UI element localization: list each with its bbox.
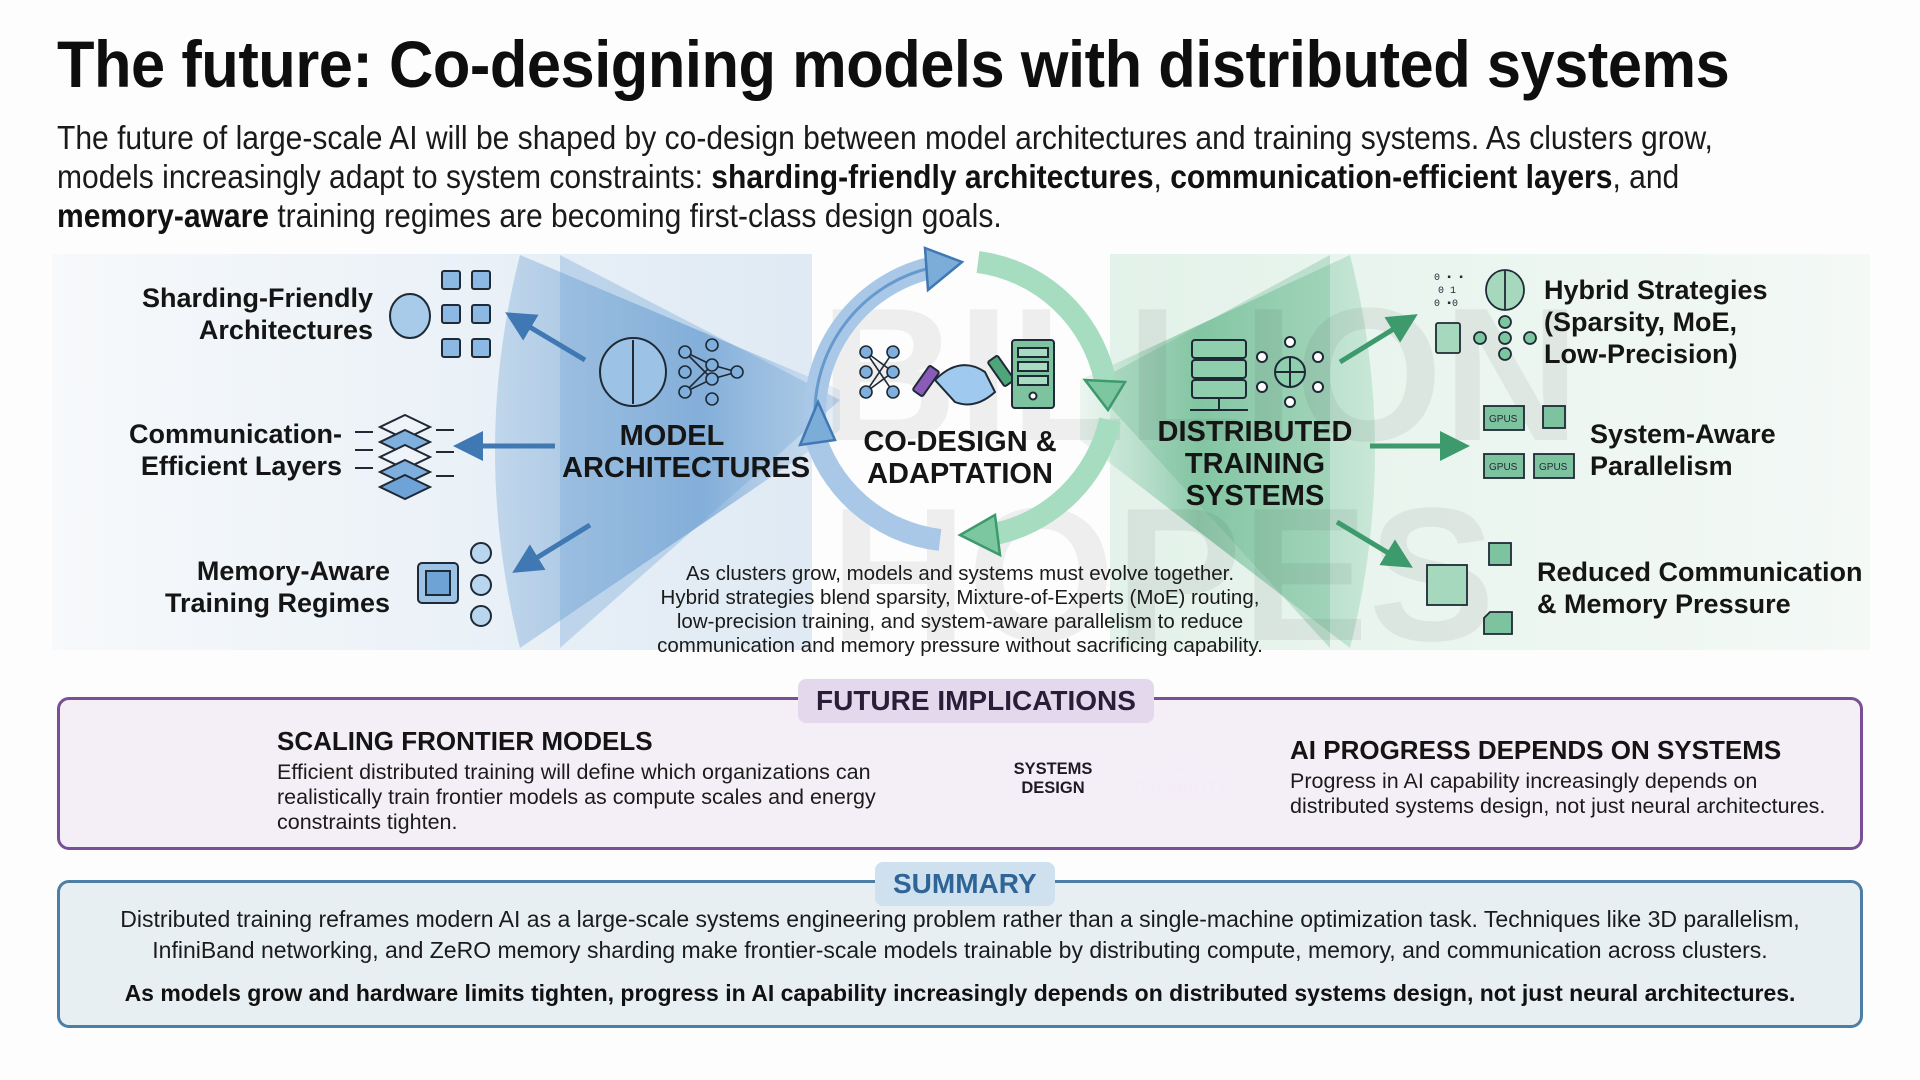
hub-model-architectures: MODEL ARCHITECTURES — [562, 420, 811, 484]
intro-paragraph: The future of large-scale AI will be sha… — [57, 118, 1768, 235]
gpu-cluster-icon: GPUS GPUS GPUS — [1483, 405, 1575, 479]
memory-chip-icon — [417, 542, 492, 627]
item-label-line: & Memory Pressure — [1537, 589, 1791, 619]
cycle-arrows — [797, 246, 1128, 558]
intro-emphasis-communication: communication-efficient layers — [1170, 158, 1613, 195]
item-label-line: Communication- — [129, 419, 342, 449]
system-cone — [1080, 255, 1375, 648]
summary-conclusion: As models grow and hardware limits tight… — [124, 980, 1796, 1006]
center-network-icon — [859, 345, 900, 399]
global-network-icon — [1256, 336, 1324, 408]
item-label-line: Reduced Communication — [1537, 557, 1863, 587]
hub-label-line: DISTRIBUTED — [1157, 416, 1353, 448]
system-cone-outer — [1090, 255, 1330, 648]
svg-text:0 1: 0 1 — [1438, 286, 1456, 297]
hub-label-line: SYSTEMS — [1185, 480, 1325, 512]
svg-text:GPUS: GPUS — [1489, 414, 1518, 425]
center-note: As clusters grow, models and systems mus… — [620, 562, 1300, 658]
note-line: Hybrid strategies blend sparsity, Mixtur… — [660, 586, 1260, 609]
svg-text:0 ▪0: 0 ▪0 — [1434, 299, 1458, 310]
handshake-icon — [912, 355, 1015, 406]
scaling-frontier-heading: SCALING FRONTIER MODELS — [277, 726, 653, 756]
item-label-line: Architectures — [198, 315, 373, 345]
intro-separator: , and — [1612, 158, 1680, 195]
item-memory-aware: Memory-Aware Training Regimes — [165, 555, 390, 619]
svg-text:GPUS: GPUS — [1489, 462, 1518, 473]
item-label-line: Parallelism — [1590, 451, 1733, 481]
item-label-line: Sharding-Friendly — [141, 283, 373, 313]
item-label-line: System-Aware — [1590, 419, 1776, 449]
ai-progress-text: Progress in AI capability increasingly d… — [1290, 769, 1826, 818]
item-sharding-friendly: Sharding-Friendly Architectures — [142, 282, 373, 346]
item-label-line: Efficient Layers — [140, 451, 342, 481]
item-system-aware-parallelism: System-Aware Parallelism — [1590, 418, 1776, 482]
flow-ai-capability: AI CAPABILITY — [1122, 760, 1240, 798]
item-label-line: Hybrid Strategies — [1544, 275, 1768, 305]
svg-text:HOPES: HOPES — [830, 469, 1495, 681]
svg-text:GPUS: GPUS — [1539, 462, 1568, 473]
summary-label: SUMMARY — [875, 862, 1055, 906]
flow-label-line: DESIGN — [1021, 779, 1085, 797]
hub-co-design: CO-DESIGN & ADAPTATION — [850, 426, 1070, 490]
summary-text: Distributed training reframes modern AI … — [120, 906, 1800, 963]
item-hybrid-strategies: Hybrid Strategies (Sparsity, MoE, Low-Pr… — [1544, 274, 1768, 370]
note-line: As clusters grow, models and systems mus… — [685, 562, 1235, 585]
hub-distributed-training: DISTRIBUTED TRAINING SYSTEMS — [1140, 416, 1370, 512]
server-tower-icon — [1011, 339, 1055, 409]
hub-label-line: TRAINING — [1184, 448, 1326, 480]
item-label-line: Memory-Aware — [196, 556, 390, 586]
hub-label-line: CO-DESIGN & — [863, 426, 1057, 458]
intro-text: The future of large-scale AI will be sha… — [57, 119, 1713, 195]
hub-label-line: MODEL — [619, 420, 725, 452]
scaling-frontier-text: Efficient distributed training will defi… — [277, 760, 876, 834]
svg-text:0 ▪ ▪: 0 ▪ ▪ — [1434, 273, 1464, 284]
flow-label-line: SYSTEMS — [1013, 760, 1093, 778]
model-cone — [495, 255, 840, 648]
intro-emphasis-memory: memory-aware — [57, 197, 269, 234]
note-line: communication and memory pressure withou… — [657, 634, 1263, 657]
stacked-layers-icon — [355, 413, 454, 501]
neural-network-icon — [678, 338, 744, 406]
brain-icon — [599, 337, 667, 407]
note-line: low-precision training, and system-aware… — [676, 610, 1244, 633]
intro-text: training regimes are becoming first-clas… — [268, 197, 1002, 234]
future-implications-label: FUTURE IMPLICATIONS — [798, 679, 1154, 723]
item-label-line: Low-Precision) — [1544, 339, 1738, 369]
ai-progress-heading: AI PROGRESS DEPENDS ON SYSTEMS — [1290, 735, 1782, 765]
server-rack-icon — [1190, 339, 1248, 411]
item-label-line: (Sparsity, MoE, — [1544, 307, 1738, 337]
sharded-blocks-icon — [389, 270, 491, 358]
item-label-line: Training Regimes — [164, 588, 390, 618]
item-reduced-communication: Reduced Communication & Memory Pressure — [1537, 556, 1863, 620]
hybrid-strategies-icon: 0 ▪ ▪ 0 1 0 ▪0 — [1434, 269, 1537, 361]
flow-label-line: AI — [1173, 760, 1189, 778]
circuit-memory-icon — [1426, 542, 1513, 635]
item-communication-efficient: Communication- Efficient Layers — [129, 418, 342, 482]
page-title: The future: Co-designing models with dis… — [57, 27, 1730, 101]
intro-emphasis-sharding: sharding-friendly architectures — [711, 158, 1154, 195]
intro-separator: , — [1153, 158, 1171, 195]
flow-systems-design: SYSTEMS DESIGN — [1013, 760, 1093, 798]
hub-label-line: ADAPTATION — [867, 458, 1053, 490]
hub-label-line: ARCHITECTURES — [562, 452, 811, 484]
flow-label-line: CAPABILITY — [1133, 779, 1229, 797]
